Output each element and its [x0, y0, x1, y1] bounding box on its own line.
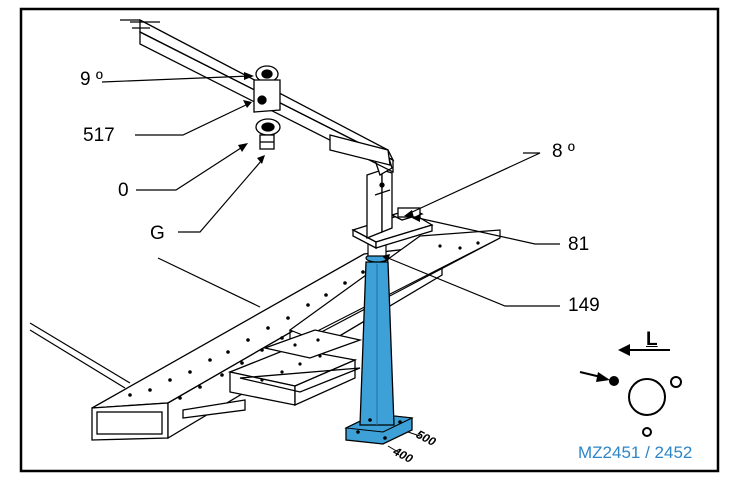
floor-rails [29, 257, 261, 389]
callout-leaders [101, 75, 560, 307]
callout-81: 81 [568, 234, 590, 255]
measuring-head [253, 65, 281, 150]
frame-border [19, 7, 720, 473]
reference-code: MZ2451 / 2452 [578, 443, 693, 462]
callout-0: 0 [118, 180, 129, 201]
secondary-rail [288, 229, 501, 346]
callout-arrowheads [238, 72, 420, 262]
callout-angle-top: 9 º [80, 69, 103, 90]
callout-g: G [150, 223, 165, 244]
callout-149: 149 [568, 295, 600, 316]
dimension-marks [387, 431, 421, 453]
vertical-post [366, 154, 393, 239]
callout-angle-right: 8 º [552, 141, 575, 162]
callout-517: 517 [83, 125, 115, 146]
direction-label: L [646, 329, 658, 350]
cross-bracket [182, 329, 363, 419]
direction-symbol [579, 344, 682, 437]
